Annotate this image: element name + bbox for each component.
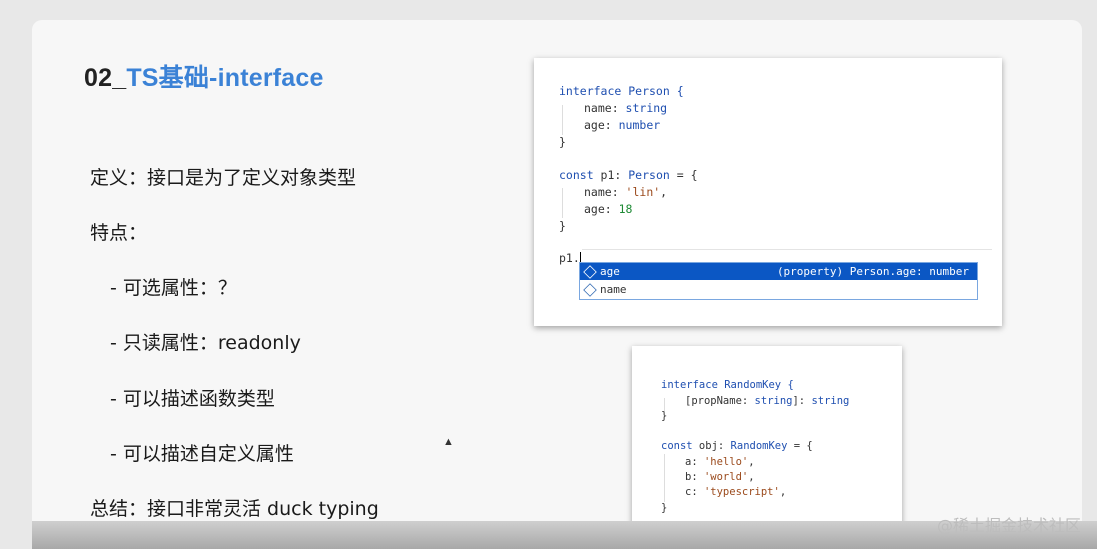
- code-card-person: interface Person { name: string age: num…: [534, 58, 1002, 326]
- features-label: 特点：: [90, 222, 148, 244]
- code-line: const obj: RandomKey = {: [661, 440, 813, 452]
- code-card-randomkey: interface RandomKey { [propName: string]…: [632, 346, 902, 546]
- feature-custom-props: - 可以描述自定义属性: [110, 443, 294, 465]
- feature-optional: - 可选属性：？: [110, 277, 237, 299]
- code-line: age: number: [584, 118, 661, 132]
- property-icon: [583, 283, 597, 297]
- code-line: [propName: string]: string: [685, 395, 850, 407]
- definition-text: 定义：接口是为了定义对象类型: [90, 167, 357, 189]
- code-line: a: 'hello',: [685, 456, 755, 468]
- code-line: }: [559, 219, 566, 233]
- indent-guide: [664, 398, 665, 412]
- code-line: c: 'typescript',: [685, 486, 787, 498]
- code-line: interface RandomKey {: [661, 379, 794, 391]
- bottom-bar: [32, 521, 1097, 549]
- code-line: name: string: [584, 101, 668, 115]
- property-icon: [583, 265, 597, 279]
- code-line: b: 'world',: [685, 471, 755, 483]
- code-line: }: [559, 135, 566, 149]
- autocomplete-label: age: [600, 265, 620, 278]
- code-line: const p1: Person = {: [559, 168, 698, 182]
- code-line: }: [661, 502, 668, 514]
- code-line: interface Person {: [559, 84, 684, 98]
- mouse-pointer-icon: ▲: [443, 436, 454, 448]
- slide: 02_TS基础-interface 定义：接口是为了定义对象类型 特点： - 可…: [32, 20, 1082, 549]
- slide-title: 02_TS基础-interface: [84, 58, 324, 94]
- autocomplete-label: name: [600, 283, 627, 296]
- autocomplete-list: age (property) Person.age: number name: [579, 262, 978, 300]
- summary-text: 总结：接口非常灵活 duck typing: [90, 498, 379, 520]
- code-line: name: 'lin',: [584, 185, 668, 199]
- indent-guide: [664, 454, 665, 502]
- watermark: @稀土掘金技术社区: [936, 516, 1081, 535]
- indent-guide: [562, 105, 563, 135]
- autocomplete-detail: (property) Person.age: number: [776, 265, 969, 278]
- feature-function-type: - 可以描述函数类型: [110, 388, 275, 410]
- title-number: 02_: [84, 64, 127, 92]
- code-line: }: [661, 410, 668, 422]
- code-line: age: 18: [584, 202, 633, 216]
- indent-guide: [562, 188, 563, 218]
- autocomplete-item-age[interactable]: age (property) Person.age: number: [580, 263, 977, 280]
- code-input-line[interactable]: p1.: [559, 251, 581, 265]
- autocomplete-item-name[interactable]: name: [580, 281, 977, 298]
- line-highlight: [582, 249, 992, 250]
- feature-readonly: - 只读属性：readonly: [110, 332, 301, 354]
- title-text: TS基础-interface: [126, 64, 324, 92]
- text-cursor: [579, 252, 581, 265]
